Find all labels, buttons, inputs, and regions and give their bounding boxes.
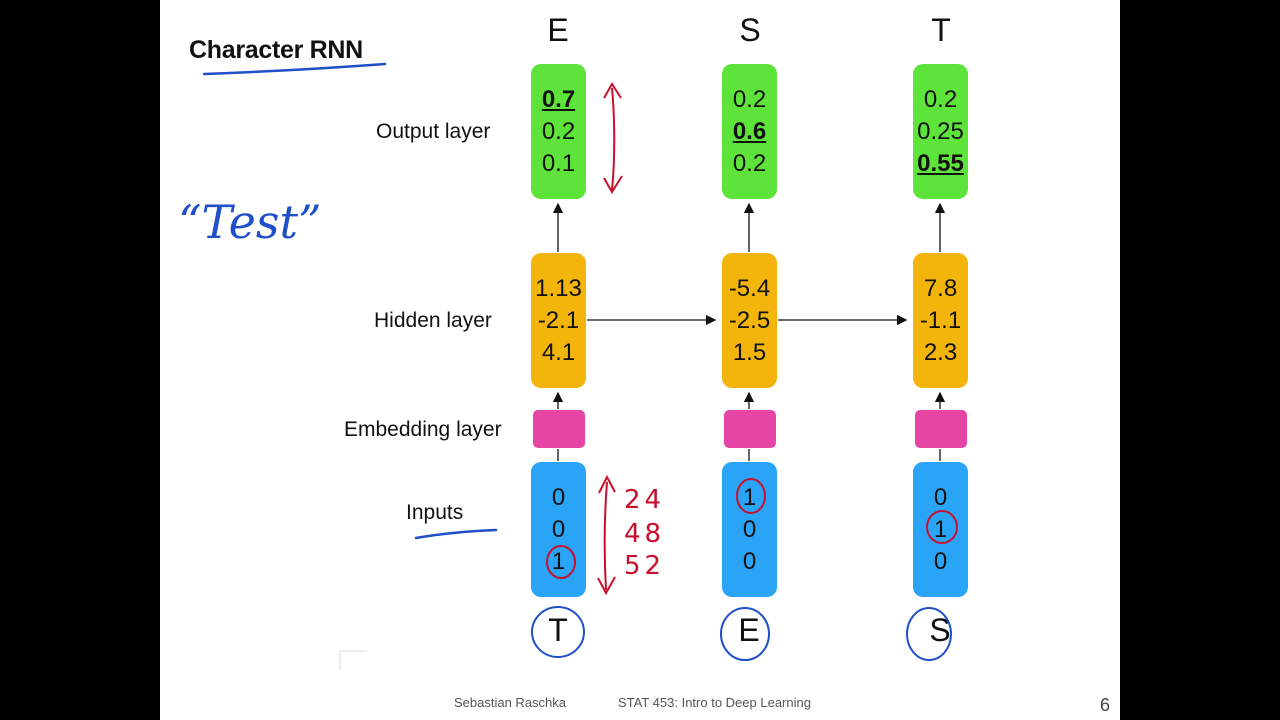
output-box: 0.2 0.6 0.2 — [722, 64, 777, 199]
embedding-box — [724, 410, 776, 448]
index-number: 52 — [624, 551, 665, 581]
input-box: 0 1 0 — [913, 462, 968, 597]
hidden-value: 1.13 — [535, 274, 582, 302]
hidden-value: 2.3 — [923, 338, 958, 366]
hidden-box: -5.4 -2.5 1.5 — [722, 253, 777, 388]
red-double-arrow — [603, 481, 608, 591]
input-value: 0 — [551, 515, 566, 543]
footer-course: STAT 453: Intro to Deep Learning — [618, 695, 811, 710]
input-char: T — [548, 612, 568, 648]
output-value: 0.55 — [917, 149, 964, 177]
inputs-label: Inputs — [406, 501, 464, 524]
output-box: 0.2 0.25 0.55 — [913, 64, 968, 199]
hidden-value: -1.1 — [919, 306, 962, 334]
slide: Character RNN Output layer Hidden layer … — [160, 0, 1120, 720]
input-value: 1 — [551, 547, 566, 575]
title-underline — [202, 62, 387, 76]
output-char: S — [739, 12, 761, 48]
embedding-box — [915, 410, 967, 448]
one-hot-circle — [926, 510, 958, 544]
input-box: 0 0 1 — [531, 462, 586, 597]
slide-title: Character RNN — [189, 36, 363, 64]
embedding-box — [533, 410, 585, 448]
output-char: T — [931, 12, 951, 48]
one-hot-circle — [546, 545, 576, 579]
page-number: 6 — [1100, 695, 1111, 715]
output-box: 0.7 0.2 0.1 — [531, 64, 586, 199]
footer-author: Sebastian Raschka — [454, 695, 567, 710]
embedding-layer-label: Embedding layer — [344, 418, 502, 441]
one-hot-circle — [736, 478, 766, 514]
input-char: S — [929, 612, 951, 648]
output-layer-label: Output layer — [376, 120, 491, 143]
input-value: 0 — [933, 483, 948, 511]
hidden-value: 4.1 — [541, 338, 576, 366]
output-char: E — [547, 12, 569, 48]
hidden-value: -2.5 — [728, 306, 771, 334]
input-char-circle — [906, 607, 952, 661]
input-value: 0 — [933, 547, 948, 575]
hidden-value: 1.5 — [732, 338, 767, 366]
input-box: 1 0 0 — [722, 462, 777, 597]
annotation-layer: “Test” 24 48 52 — [178, 62, 958, 670]
output-value: 0.2 — [732, 149, 767, 177]
index-number: 48 — [624, 519, 665, 549]
output-value: 0.1 — [541, 149, 576, 177]
input-value: 1 — [933, 515, 948, 543]
output-value: 0.25 — [917, 117, 964, 145]
output-value: 0.2 — [923, 85, 958, 113]
input-char-circle — [531, 606, 585, 658]
hidden-layer-label: Hidden layer — [374, 309, 492, 332]
handwritten-word: “Test” — [178, 195, 321, 249]
input-char-circle — [720, 607, 770, 661]
hidden-box: 1.13 -2.1 4.1 — [531, 253, 586, 388]
output-value: 0.6 — [732, 117, 767, 145]
input-char: E — [738, 612, 760, 648]
output-value: 0.2 — [732, 85, 767, 113]
red-double-arrow — [611, 87, 616, 191]
input-value: 0 — [742, 515, 757, 543]
hidden-box: 7.8 -1.1 2.3 — [913, 253, 968, 388]
output-value: 0.7 — [541, 85, 576, 113]
input-value: 1 — [742, 483, 757, 511]
input-value: 0 — [551, 483, 566, 511]
hidden-value: -5.4 — [728, 274, 771, 302]
hidden-value: 7.8 — [923, 274, 958, 302]
output-value: 0.2 — [541, 117, 576, 145]
inputs-underline — [414, 528, 498, 540]
index-number: 24 — [624, 485, 665, 515]
hidden-value: -2.1 — [537, 306, 580, 334]
input-value: 0 — [742, 547, 757, 575]
